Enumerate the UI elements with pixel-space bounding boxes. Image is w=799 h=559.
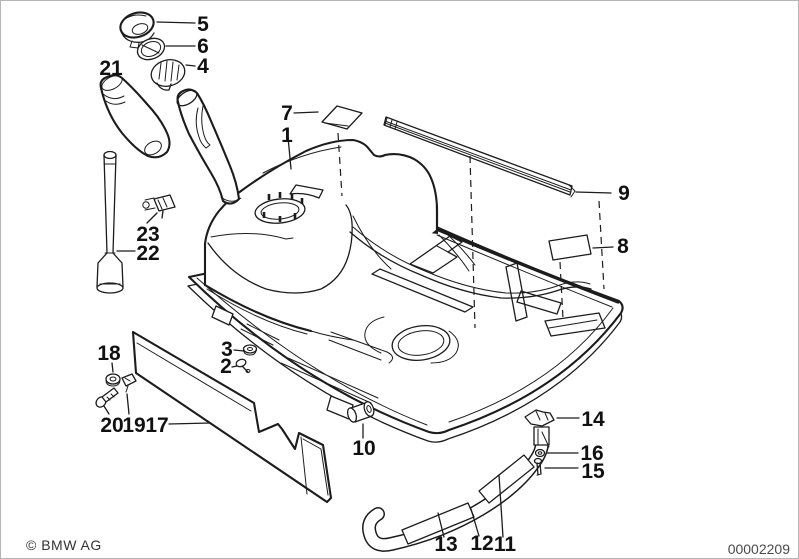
callout-7[interactable]: 7 [281,102,293,125]
callout-19[interactable]: 19 [122,414,145,437]
shield-clip [121,373,137,393]
tank-bolt [235,358,251,373]
callout-3[interactable]: 3 [221,338,233,361]
callout-14[interactable]: 14 [581,408,605,431]
strap-bracket [524,409,555,448]
document-number-text: 00002209 [727,541,790,557]
shield-screw [95,387,119,408]
vent-pipe [96,150,124,294]
callout-15[interactable]: 15 [581,460,605,483]
tank-nut [242,344,258,356]
callout-21[interactable]: 21 [99,57,123,80]
copyright-text: © BMW AG [26,537,102,553]
tank-pad-top [321,105,363,130]
strap-pad-11 [478,454,535,504]
sender-flange [254,192,306,224]
tank-pad-right [548,234,592,261]
shield-nut [105,373,121,387]
callout-22[interactable]: 22 [136,242,159,265]
filler-boot [99,74,171,159]
strap-bolt [533,457,543,476]
callout-18[interactable]: 18 [97,342,121,365]
spacer-sleeve [346,401,375,423]
callout-6[interactable]: 6 [197,35,209,58]
callout-13[interactable]: 13 [434,533,457,556]
callout-9[interactable]: 9 [618,182,630,205]
callout-11[interactable]: 11 [494,533,517,556]
dashed-reference-lines [337,132,605,329]
filler-neck [176,88,242,205]
neck-insert [150,59,186,91]
callout-16[interactable]: 16 [580,442,603,465]
vent-valve [142,194,176,219]
heat-shield [131,330,333,504]
mounting-strip [383,116,576,198]
callout-20[interactable]: 20 [100,414,123,437]
callout-17[interactable]: 17 [145,414,168,437]
callout-10[interactable]: 10 [352,437,375,460]
callouts: 5 6 4 21 7 1 9 8 23 22 3 2 18 20 19 17 1… [97,13,630,556]
callout-8[interactable]: 8 [617,235,629,258]
callout-4[interactable]: 4 [197,55,209,78]
strap-nut [534,448,546,458]
callout-12[interactable]: 12 [470,532,493,555]
cap-gasket [136,37,166,61]
callout-2[interactable]: 2 [220,355,232,378]
callout-5[interactable]: 5 [197,13,209,36]
tension-strap [362,426,550,552]
callout-1[interactable]: 1 [281,124,293,147]
callout-23[interactable]: 23 [136,223,159,246]
fuel-tank-body [203,138,592,341]
leader-lines [103,21,614,538]
